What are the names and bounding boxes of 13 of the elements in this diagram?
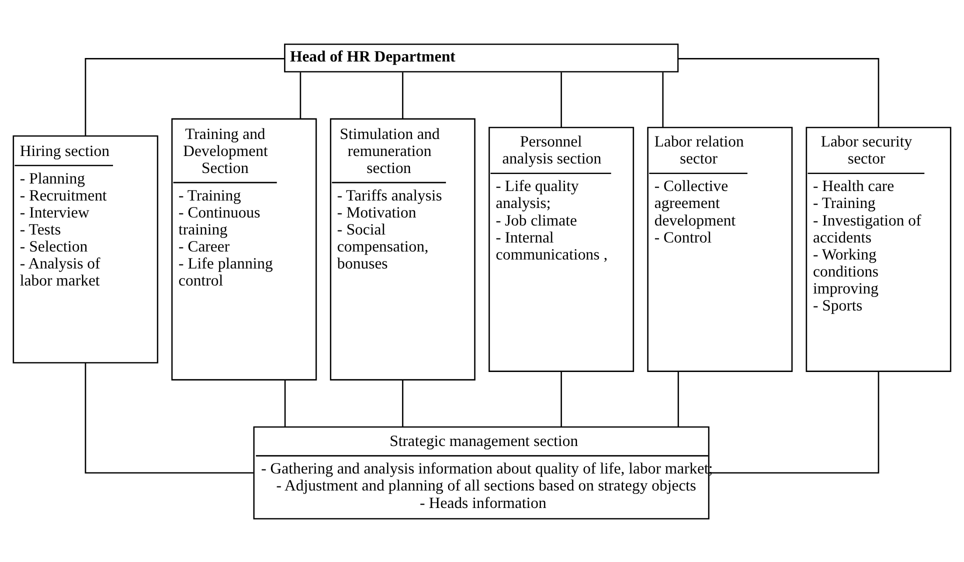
- connector: [84, 58, 285, 136]
- connector: [708, 371, 880, 474]
- connector: [678, 58, 880, 126]
- connector: [402, 72, 404, 118]
- connector: [402, 380, 404, 426]
- connector: [84, 362, 254, 474]
- connector: [560, 72, 562, 127]
- connector: [678, 371, 679, 426]
- connector: [560, 371, 562, 426]
- connector: [300, 72, 302, 118]
- connector: [662, 72, 664, 127]
- connector: [284, 380, 286, 426]
- node-box: Head of HR Department: [284, 43, 679, 72]
